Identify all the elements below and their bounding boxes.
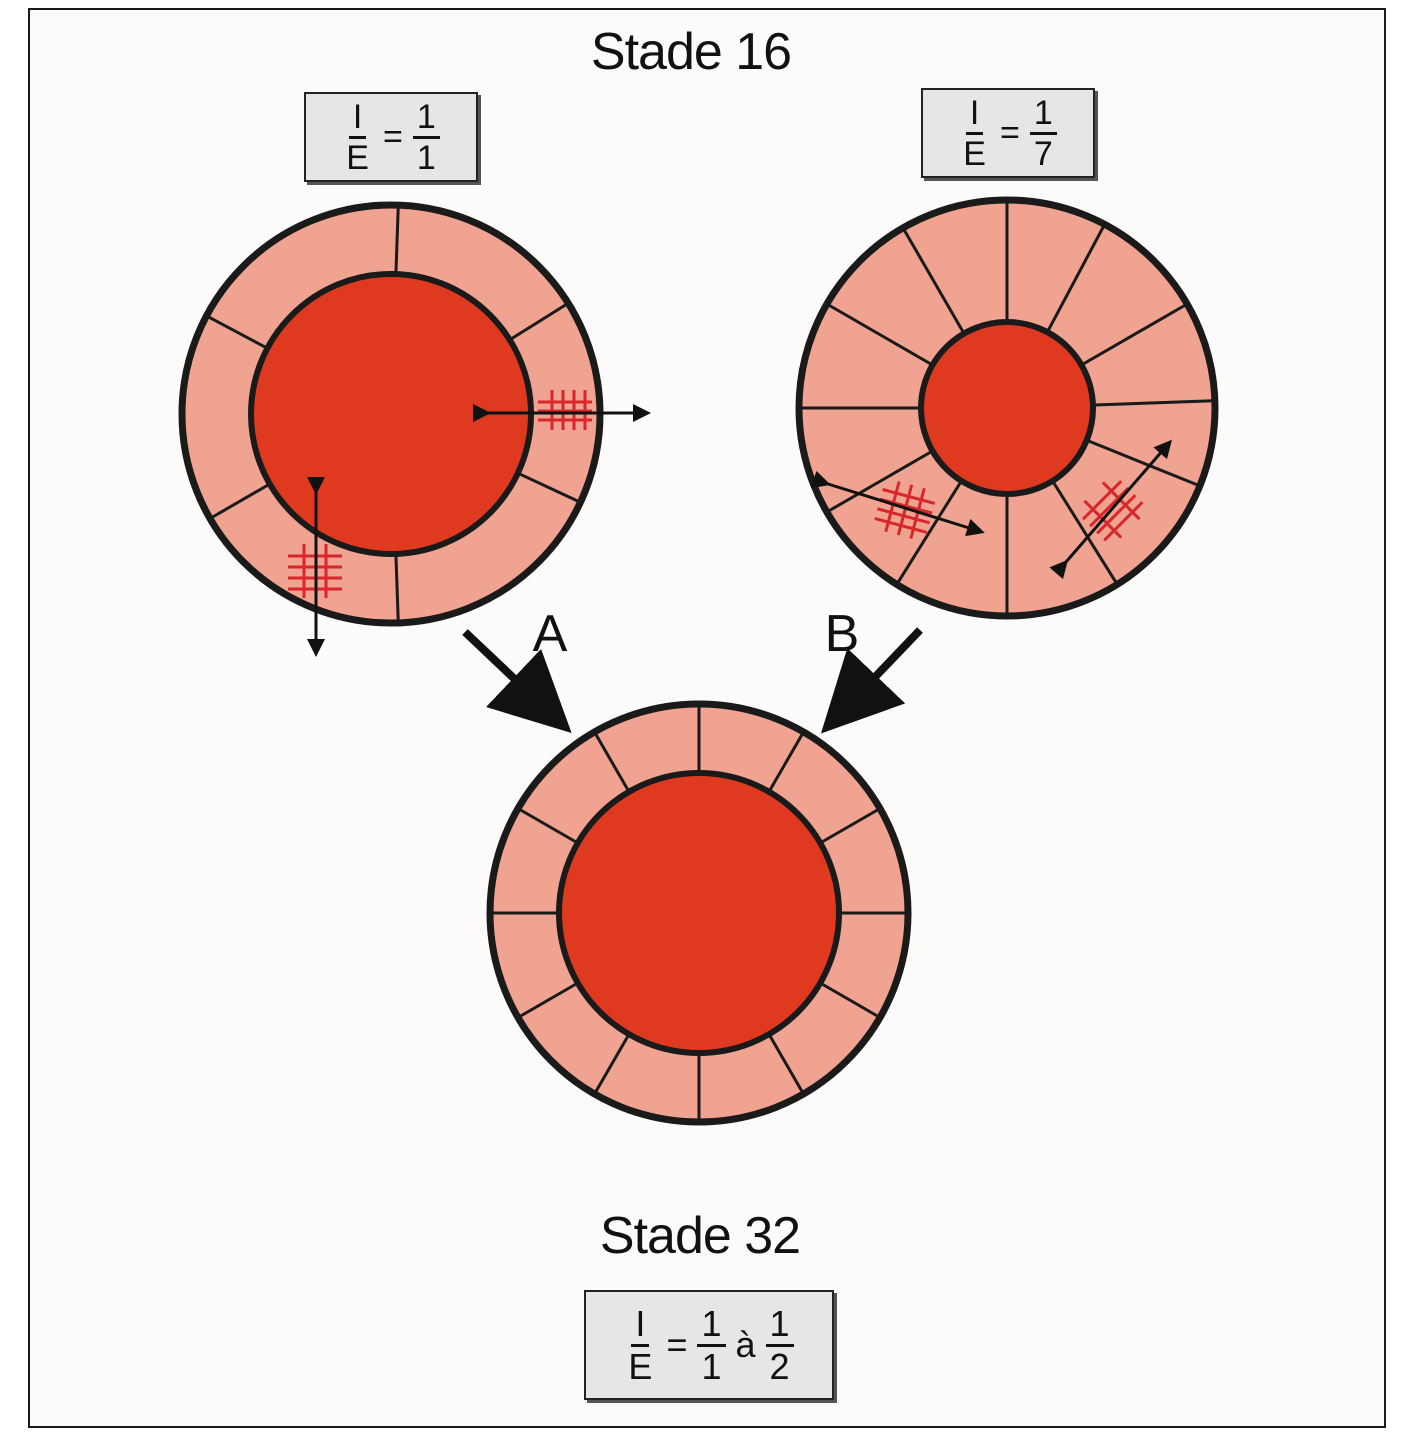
- embryo-right: [795, 196, 1219, 620]
- arrow-label-b: B: [824, 605, 860, 663]
- arrow-label-a: A: [532, 605, 568, 663]
- numerator-i: I: [348, 100, 367, 139]
- numerator-value: 1: [1029, 96, 1057, 135]
- fraction-value: 1 1: [412, 100, 440, 177]
- denominator-value: 2: [769, 1345, 790, 1387]
- fraction-ie: I E: [624, 1305, 656, 1387]
- cell-divider: [206, 315, 270, 351]
- denominator-e: E: [628, 1345, 653, 1387]
- stage-16-title: Stade 16: [590, 23, 792, 81]
- range-word: à: [735, 1324, 756, 1365]
- inner-cell-mass: [918, 319, 1096, 497]
- cell-divider: [507, 302, 569, 343]
- fraction-value-a: 1 1: [697, 1305, 726, 1387]
- cell-divider: [817, 980, 880, 1019]
- equals-sign: =: [999, 113, 1020, 152]
- cell-divider: [394, 206, 400, 277]
- cell-divider: [766, 1031, 805, 1094]
- ratio-box-right: I E = 1 7: [921, 88, 1095, 178]
- fraction-value-b: 1 2: [765, 1305, 794, 1387]
- cell-divider: [593, 732, 632, 795]
- embryo-left: [178, 201, 651, 657]
- transition-arrow-b: [820, 627, 923, 734]
- cell-divider: [1045, 224, 1106, 335]
- cell-divider: [210, 481, 273, 520]
- denominator-value: 7: [1033, 134, 1053, 173]
- embryo-bottom: [486, 700, 912, 1126]
- ratio-box-bottom: I E = 1 1 à 1 2: [584, 1290, 834, 1400]
- inner-cell-mass: [556, 770, 842, 1056]
- cell-divider: [902, 227, 967, 337]
- transition-arrow-a: [462, 629, 572, 734]
- cell-divider: [1090, 399, 1214, 407]
- fraction-ie: I E: [959, 96, 990, 171]
- cell-dividers: [206, 206, 581, 622]
- stage-32-title: Stade 32: [599, 1207, 801, 1265]
- cell-divider: [766, 732, 805, 795]
- radial-division-arrow: [1049, 439, 1172, 580]
- cell-divider: [518, 807, 581, 846]
- cell-divider: [515, 470, 581, 504]
- cell-divider: [826, 303, 936, 368]
- numerator-i: I: [965, 96, 984, 135]
- denominator-value: 1: [701, 1345, 722, 1387]
- equals-sign: =: [666, 1324, 688, 1365]
- denominator-value: 1: [416, 138, 436, 177]
- numerator-value: 1: [697, 1305, 726, 1347]
- cell-divider: [1078, 303, 1188, 368]
- ratio-box-left: I E = 1 1: [304, 92, 478, 182]
- numerator-value: 1: [412, 100, 440, 139]
- cell-divider: [518, 980, 581, 1019]
- cell-dividers: [491, 705, 907, 1121]
- denominator-e: E: [346, 138, 369, 177]
- denominator-e: E: [963, 134, 986, 173]
- cell-divider: [394, 551, 400, 622]
- equals-sign: =: [382, 117, 403, 156]
- cell-divider: [817, 807, 880, 846]
- cell-divider: [593, 1031, 632, 1094]
- numerator-value: 1: [765, 1305, 794, 1347]
- fraction-value: 1 7: [1029, 96, 1057, 173]
- tangential-division-arrow: [811, 470, 985, 537]
- numerator-i: I: [631, 1305, 650, 1347]
- fraction-ie: I E: [342, 100, 373, 175]
